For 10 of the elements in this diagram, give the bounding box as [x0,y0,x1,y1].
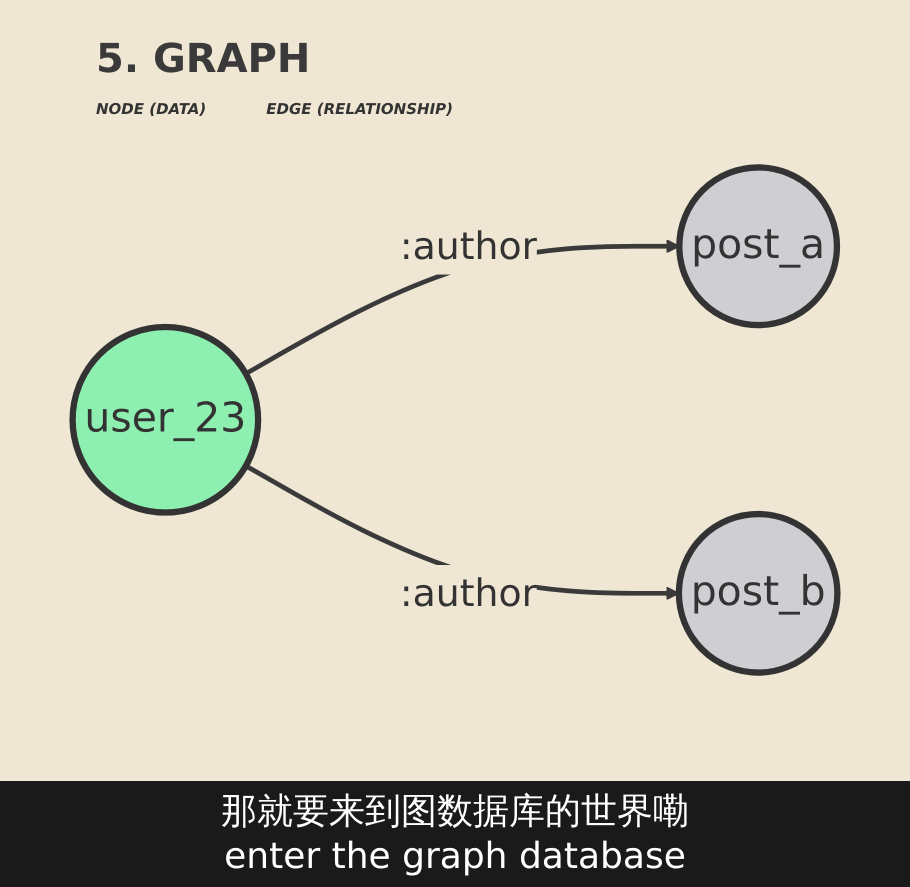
subtitle-text: enter the graph database [224,836,686,877]
node-circle: post_a [676,164,840,328]
edge-label: :author [400,571,538,616]
node-circle: post_b [676,510,841,676]
annotation-label: NODE (DATA) [96,100,206,118]
annotation-label: EDGE (RELATIONSHIP) [266,100,454,118]
title: 5. GRAPH [96,36,310,82]
node-circle: user_23 [69,324,262,516]
subtitle-text: 那就要来到图数据库的世界嘞 [221,790,689,834]
edge-label: :author [400,224,538,268]
